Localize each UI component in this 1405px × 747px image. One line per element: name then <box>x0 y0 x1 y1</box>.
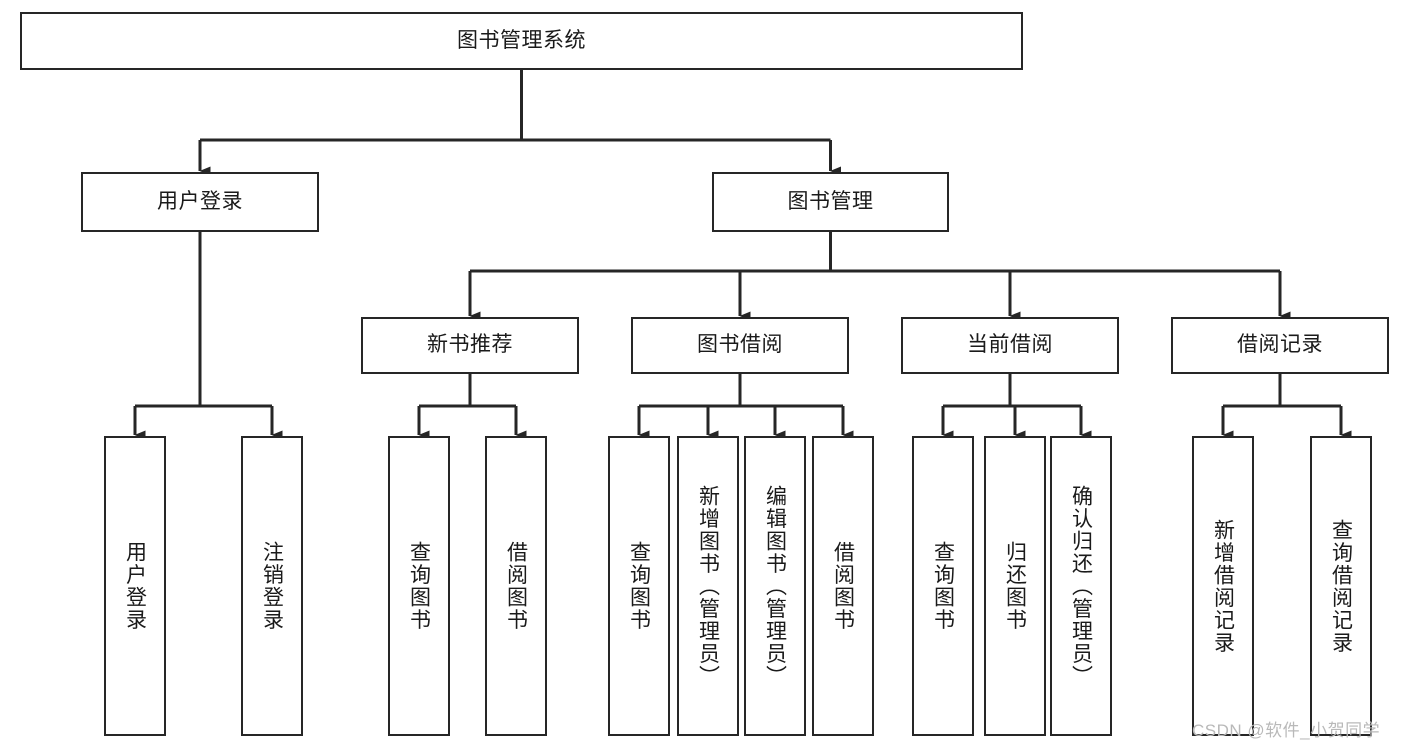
leaf-borrow-edit-book[interactable]: 编辑图书（管理员） <box>744 436 806 736</box>
leaf-borrow-add-book-label: 新增图书（管理员） <box>696 484 720 688</box>
csdn-watermark: CSDN @软件_小贺同学 <box>1192 721 1381 740</box>
node-book-management-label: 图书管理 <box>787 189 874 213</box>
node-book-management[interactable]: 图书管理 <box>712 172 949 232</box>
leaf-record-query-record-label: 查询借阅记录 <box>1329 518 1353 654</box>
node-user-login-label: 用户登录 <box>157 189 243 213</box>
leaf-borrow-borrow-book[interactable]: 借阅图书 <box>812 436 874 736</box>
node-book-borrowing[interactable]: 图书借阅 <box>631 317 849 374</box>
leaf-borrow-query-book-label: 查询图书 <box>627 541 651 631</box>
leaf-current-return-book[interactable]: 归还图书 <box>984 436 1046 736</box>
leaf-borrow-add-book[interactable]: 新增图书（管理员） <box>677 436 739 736</box>
leaf-user-login-label: 用户登录 <box>123 541 147 631</box>
node-root-label: 图书管理系统 <box>457 28 586 52</box>
leaf-recommend-query-book[interactable]: 查询图书 <box>388 436 450 736</box>
leaf-user-login[interactable]: 用户登录 <box>104 436 166 736</box>
leaf-recommend-borrow-book[interactable]: 借阅图书 <box>485 436 547 736</box>
leaf-current-query-book[interactable]: 查询图书 <box>912 436 974 736</box>
node-new-book-recommendation[interactable]: 新书推荐 <box>361 317 579 374</box>
leaf-user-logout[interactable]: 注销登录 <box>241 436 303 736</box>
node-new-book-recommendation-label: 新书推荐 <box>427 333 513 357</box>
node-current-borrowing[interactable]: 当前借阅 <box>901 317 1119 374</box>
leaf-recommend-query-book-label: 查询图书 <box>407 541 431 631</box>
leaf-record-query-record[interactable]: 查询借阅记录 <box>1310 436 1372 736</box>
edge-paths <box>133 70 1352 440</box>
node-current-borrowing-label: 当前借阅 <box>967 333 1053 357</box>
leaf-borrow-query-book[interactable]: 查询图书 <box>608 436 670 736</box>
leaf-borrow-edit-book-label: 编辑图书（管理员） <box>763 484 787 688</box>
leaf-current-confirm-return[interactable]: 确认归还（管理员） <box>1050 436 1112 736</box>
node-user-login[interactable]: 用户登录 <box>81 172 319 232</box>
node-root[interactable]: 图书管理系统 <box>20 12 1023 70</box>
leaf-current-return-book-label: 归还图书 <box>1003 541 1027 631</box>
node-borrowing-records[interactable]: 借阅记录 <box>1171 317 1389 374</box>
leaf-record-add-record-label: 新增借阅记录 <box>1211 518 1235 654</box>
leaf-borrow-borrow-book-label: 借阅图书 <box>831 541 855 631</box>
leaf-record-add-record[interactable]: 新增借阅记录 <box>1192 436 1254 736</box>
leaf-current-confirm-return-label: 确认归还（管理员） <box>1069 484 1093 688</box>
leaf-recommend-borrow-book-label: 借阅图书 <box>504 541 528 631</box>
leaf-user-logout-label: 注销登录 <box>260 541 284 631</box>
leaf-current-query-book-label: 查询图书 <box>931 541 955 631</box>
node-book-borrowing-label: 图书借阅 <box>697 333 783 357</box>
node-borrowing-records-label: 借阅记录 <box>1237 333 1323 357</box>
